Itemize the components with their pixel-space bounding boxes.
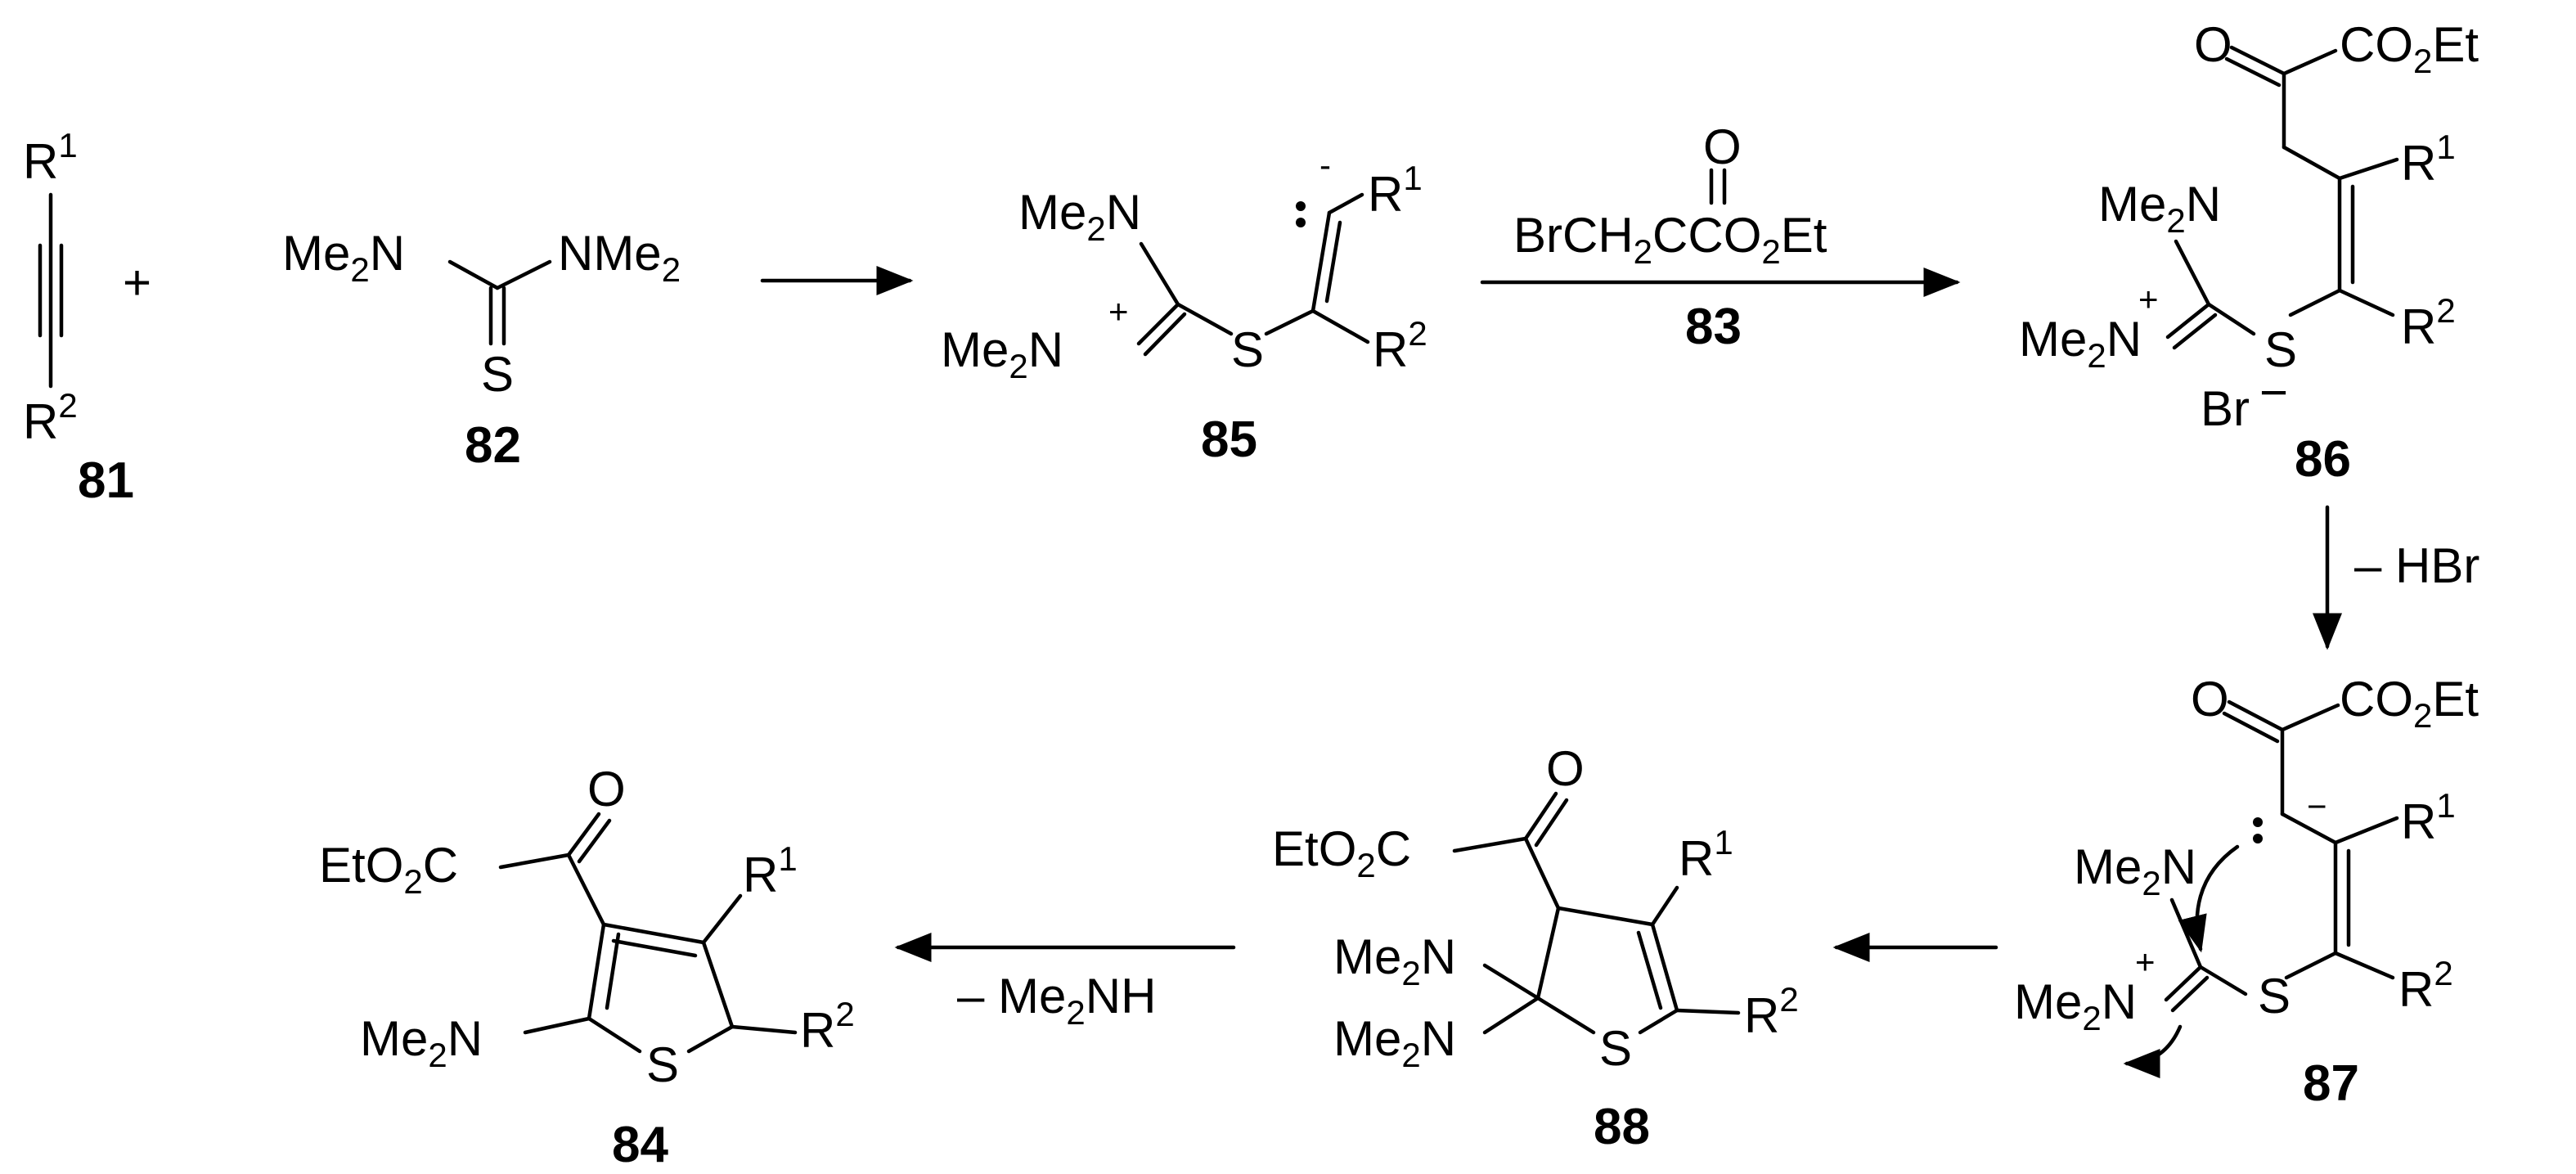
r1-label: R1 bbox=[1368, 159, 1423, 222]
carbonyl-o-label: O bbox=[1546, 741, 1585, 796]
negative-charge: − bbox=[2307, 787, 2327, 825]
iminium-label: Me2N bbox=[2019, 312, 2142, 375]
amine-label: Me2N bbox=[360, 1011, 483, 1074]
reagent-formula: BrCH2CCO2Et bbox=[1513, 208, 1827, 271]
lone-pair-dot bbox=[1296, 201, 1306, 211]
r1-label: R1 bbox=[743, 839, 798, 902]
compound-number-87: 87 bbox=[2303, 1055, 2359, 1112]
ester-label: CO2Et bbox=[2340, 17, 2479, 80]
amine-label-lower: Me2N bbox=[1333, 1011, 1456, 1074]
compound-85: Me2N + Me2N S - R1 R2 85 bbox=[941, 146, 1427, 468]
r2-label: R2 bbox=[2401, 291, 2456, 354]
r1-label: R1 bbox=[2401, 786, 2456, 849]
sulfur-label: S bbox=[646, 1037, 679, 1092]
compound-84: O EtO2C R1 R2 S Me2N 84 bbox=[319, 762, 855, 1173]
compound-number-85: 85 bbox=[1201, 412, 1257, 468]
reagent-83: O BrCH2CCO2Et 83 bbox=[1513, 119, 1827, 355]
bromide-counterion: Br− bbox=[2201, 365, 2288, 436]
amine-label: Me2N bbox=[2074, 839, 2196, 902]
compound-number-82: 82 bbox=[465, 417, 521, 474]
compound-number-88: 88 bbox=[1594, 1099, 1650, 1155]
dimethylamino-label-right: NMe2 bbox=[558, 226, 681, 289]
positive-charge: + bbox=[2135, 942, 2156, 981]
carbonyl-o-label: O bbox=[1703, 119, 1742, 174]
step3-reagent-label: – HBr bbox=[2354, 538, 2479, 593]
positive-charge: + bbox=[1108, 292, 1129, 331]
iminium-label: Me2N bbox=[941, 322, 1063, 385]
compound-81: R1 R2 81 bbox=[23, 126, 134, 509]
compound-number-84: 84 bbox=[612, 1117, 668, 1173]
compound-87: O CO2Et − R1 R2 S Me2N + Me2N 87 bbox=[2014, 672, 2479, 1112]
r1-label: R1 bbox=[23, 126, 78, 189]
compound-number-83: 83 bbox=[1685, 299, 1742, 355]
r1-label: R1 bbox=[2401, 128, 2456, 191]
iminium-label: Me2N bbox=[2014, 974, 2137, 1037]
r2-label: R2 bbox=[23, 386, 78, 449]
carbonyl-o-label: O bbox=[587, 762, 626, 816]
r2-label: R2 bbox=[1744, 980, 1799, 1043]
amine-label-upper: Me2N bbox=[1333, 929, 1456, 992]
dimethylamino-label-left: Me2N bbox=[282, 226, 405, 289]
carbonyl-o-label: O bbox=[2194, 17, 2232, 72]
r2-label: R2 bbox=[2398, 954, 2453, 1017]
r2-label: R2 bbox=[800, 995, 855, 1058]
compound-82: Me2N NMe2 S 82 bbox=[282, 226, 681, 474]
ester-label: CO2Et bbox=[2340, 672, 2479, 735]
curved-arrow-electron-shift bbox=[2123, 1024, 2183, 1078]
sulfur-label: S bbox=[2258, 969, 2291, 1023]
amine-label: Me2N bbox=[2098, 177, 2221, 240]
sulfur-label: S bbox=[481, 347, 514, 402]
compound-88: O EtO2C R1 R2 S Me2N Me2N 88 bbox=[1272, 741, 1799, 1155]
r2-label: R2 bbox=[1373, 314, 1427, 377]
negative-charge: - bbox=[1319, 146, 1331, 184]
sulfur-label: S bbox=[1231, 322, 1264, 377]
positive-charge: + bbox=[2138, 280, 2159, 318]
ester-label: EtO2C bbox=[1272, 821, 1411, 884]
carbonyl-o-label: O bbox=[2191, 672, 2229, 726]
compound-number-86: 86 bbox=[2295, 431, 2351, 488]
amine-label: Me2N bbox=[1018, 185, 1141, 248]
sulfur-label: S bbox=[1599, 1021, 1632, 1076]
lone-pair-dot bbox=[2253, 817, 2263, 827]
curved-arrow-attack bbox=[2178, 844, 2240, 953]
compound-number-81: 81 bbox=[78, 452, 134, 509]
ester-label: EtO2C bbox=[319, 838, 458, 901]
step5-reagent-label: – Me2NH bbox=[957, 969, 1156, 1032]
plus-sign: + bbox=[123, 255, 151, 310]
sulfur-label: S bbox=[2264, 322, 2297, 377]
lone-pair-dot bbox=[2253, 834, 2263, 843]
lone-pair-dot bbox=[1296, 218, 1306, 227]
r1-label: R1 bbox=[1679, 823, 1733, 886]
triple-bond bbox=[38, 192, 64, 389]
compound-86: O CO2Et R1 R2 S Me2N + Me2N Br− 86 bbox=[2019, 17, 2479, 488]
